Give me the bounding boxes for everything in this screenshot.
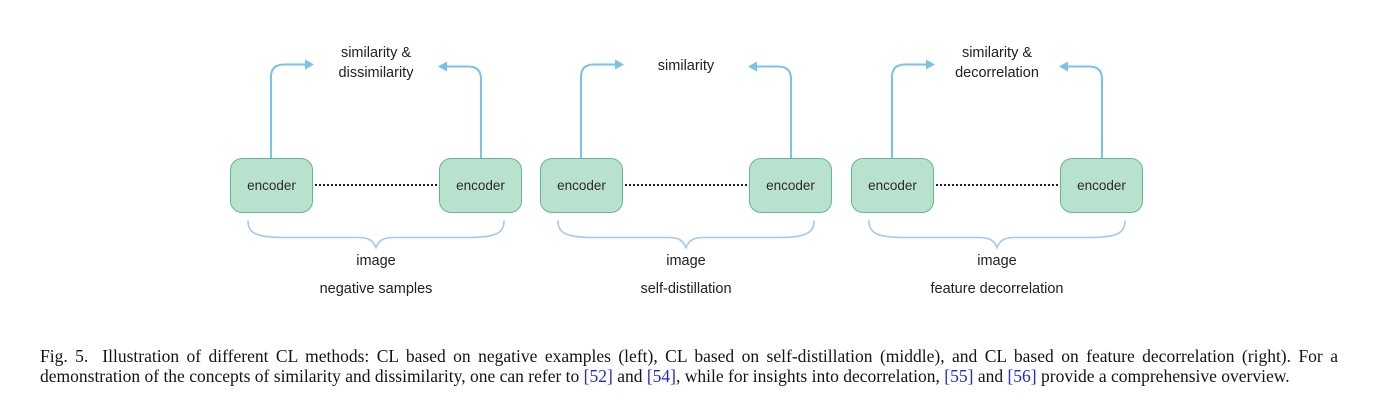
loss-label-line2: dissimilarity <box>338 65 414 81</box>
image-brace <box>557 220 815 250</box>
right-up-arrow <box>445 65 482 159</box>
left-arrowhead-icon <box>305 59 314 70</box>
encoder-label: encoder <box>247 178 296 193</box>
caption-text: and <box>973 365 1008 386</box>
loss-label-line2: decorrelation <box>955 65 1039 81</box>
encoder-box-right: encoder <box>749 158 832 213</box>
loss-label: similarity & dissimilarity <box>226 43 526 83</box>
encoder-box-left: encoder <box>851 158 934 213</box>
caption-text: and <box>612 365 647 386</box>
left-arrowhead-icon <box>926 59 935 70</box>
panel-feature-decorrelation: similarity & decorrelation encoder encod… <box>847 0 1147 312</box>
right-up-arrow <box>1066 65 1103 159</box>
left-arrowhead-icon <box>615 59 624 70</box>
citation-link-56[interactable]: [56] <box>1007 365 1037 386</box>
citation-link-52[interactable]: [52] <box>583 365 613 386</box>
caption-text: Illustration of different CL methods: CL… <box>40 345 1338 386</box>
image-label: image <box>977 253 1017 269</box>
right-arrowhead-icon <box>438 61 447 72</box>
encoder-box-right: encoder <box>439 158 522 213</box>
panel-arrows-and-brace <box>868 59 1126 250</box>
encoder-label: encoder <box>766 178 815 193</box>
left-up-arrow <box>891 63 928 159</box>
encoder-box-right: encoder <box>1060 158 1143 213</box>
panel-negative-samples: similarity & dissimilarity encoder encod… <box>226 0 526 312</box>
encoder-box-left: encoder <box>540 158 623 213</box>
loss-label-line1: similarity & <box>340 45 412 61</box>
citation-link-54[interactable]: [54] <box>646 365 676 386</box>
left-up-arrow <box>270 63 307 159</box>
right-up-arrow <box>755 65 792 159</box>
dotted-connector <box>936 184 1058 186</box>
encoder-label: encoder <box>868 178 917 193</box>
panel-self-distillation: similarity encoder encoder image self-di… <box>536 0 836 312</box>
image-brace <box>868 220 1126 250</box>
panel-arrows-and-brace <box>247 59 505 250</box>
caption-text: , while for insights into decorrelation, <box>676 365 945 386</box>
loss-label: similarity <box>536 56 836 76</box>
loss-label: similarity & decorrelation <box>847 43 1147 83</box>
figure-number: Fig. 5. <box>40 345 89 366</box>
dotted-connector <box>625 184 747 186</box>
encoder-label: encoder <box>1077 178 1126 193</box>
citation-link-55[interactable]: [55] <box>944 365 974 386</box>
image-label: image <box>356 253 396 269</box>
encoder-label: encoder <box>557 178 606 193</box>
caption-text: provide a comprehensive overview. <box>1036 365 1290 386</box>
encoder-label: encoder <box>456 178 505 193</box>
figure-caption: Fig. 5.Illustration of different CL meth… <box>40 346 1338 386</box>
panel-arrows-and-brace <box>557 59 815 250</box>
left-up-arrow <box>580 63 617 159</box>
right-arrowhead-icon <box>1059 61 1068 72</box>
method-label: self-distillation <box>640 281 732 297</box>
encoder-box-left: encoder <box>230 158 313 213</box>
dotted-connector <box>315 184 437 186</box>
right-arrowhead-icon <box>748 61 757 72</box>
method-label: feature decorrelation <box>930 281 1064 297</box>
image-brace <box>247 220 505 250</box>
loss-label-line1: similarity <box>657 58 715 74</box>
image-label: image <box>666 253 706 269</box>
loss-label-line1: similarity & <box>961 45 1033 61</box>
method-label: negative samples <box>319 281 433 297</box>
